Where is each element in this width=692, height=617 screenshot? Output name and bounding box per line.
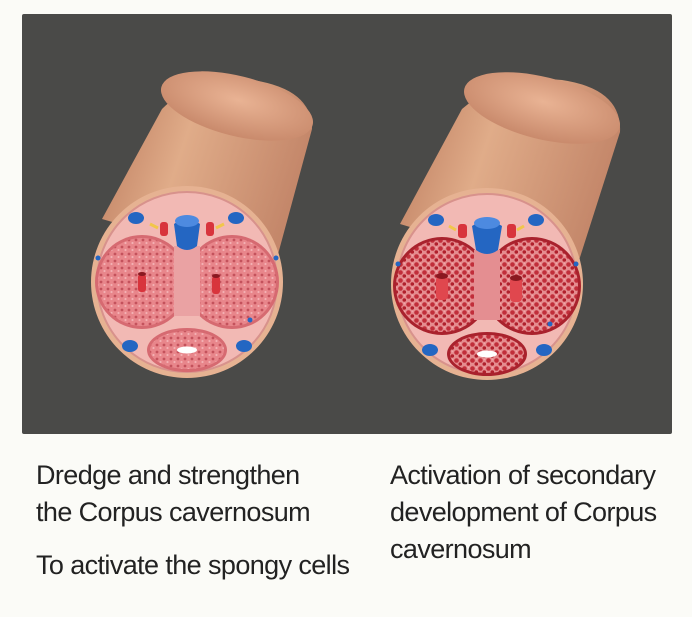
dorsal-vessels-right — [428, 214, 544, 254]
right-caption: Activation of secondary development of C… — [390, 457, 657, 568]
corpus-spongiosum-right — [447, 332, 527, 376]
cavernous-arteries-left — [138, 272, 220, 294]
illustration-svg — [91, 71, 621, 380]
corpus-cavernosum-left-normal — [95, 235, 279, 329]
right-caption-line-2: development of Corpus — [390, 497, 657, 527]
left-caption-main: Dredge and strengthen the Corpus caverno… — [36, 457, 311, 531]
right-caption-line-1: Activation of secondary — [390, 460, 656, 490]
cross-section-illustration — [22, 14, 672, 434]
left-shaft — [91, 71, 314, 378]
right-caption-line-3: cavernosum — [390, 534, 532, 564]
dorsal-vessels-left — [128, 212, 244, 250]
cavernous-arteries-right — [436, 273, 522, 302]
right-shaft — [391, 72, 621, 380]
corpus-spongiosum-left — [147, 328, 227, 372]
left-caption-line-2: the Corpus cavernosum — [36, 497, 311, 527]
left-caption-line-1: Dredge and strengthen — [36, 460, 300, 490]
left-caption-line-3: To activate the spongy cells — [36, 550, 350, 580]
left-caption-secondary: To activate the spongy cells — [36, 547, 350, 584]
